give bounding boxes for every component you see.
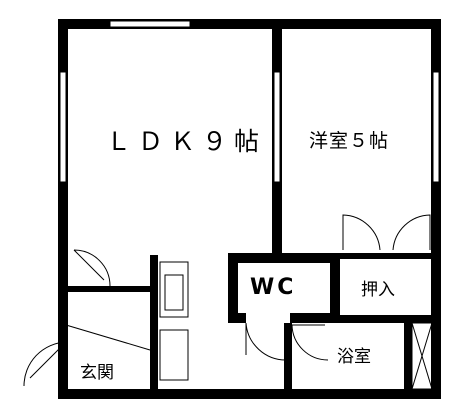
- door-closet-right: [392, 214, 431, 251]
- room-label-bathroom: 浴室: [337, 347, 371, 367]
- wall-right: [431, 19, 441, 399]
- wall-wc-left: [228, 253, 238, 323]
- wall-bath-left: [284, 323, 292, 391]
- window-kitchen-top: [109, 20, 191, 28]
- doors: [23, 214, 431, 387]
- stove: [159, 329, 189, 381]
- wall-wc-top: [228, 253, 340, 263]
- wall-wc-bottom-left: [228, 313, 246, 323]
- room-label-wc: WC: [250, 275, 297, 300]
- walls: [58, 19, 441, 399]
- fixtures: [65, 261, 433, 390]
- door-ldk: [73, 249, 111, 287]
- room-label-closet: 押入: [361, 280, 395, 300]
- room-label-western: 洋室５帖: [309, 130, 390, 152]
- entrance-step: [65, 324, 151, 351]
- kitchen-sink: [159, 261, 189, 318]
- kitchen-sink-basin: [164, 274, 184, 311]
- window-western-right: [432, 71, 440, 183]
- window-ldk-left: [59, 71, 67, 183]
- wall-wc-bottom-right: [290, 313, 340, 323]
- wall-bath-right: [404, 323, 412, 391]
- room-label-ldk: ＬＤＫ９帖: [106, 127, 267, 156]
- wall-bottom: [58, 389, 441, 399]
- bathtub-x2: [411, 322, 433, 390]
- wall-wc-right: [330, 253, 340, 323]
- wall-kitchen: [150, 255, 158, 390]
- window-partition: [273, 71, 281, 183]
- wall-top: [58, 19, 440, 29]
- wall-bath-top-right: [330, 315, 435, 323]
- door-closet-left: [342, 214, 381, 251]
- door-bath: [291, 324, 329, 361]
- door-entrance: [23, 341, 67, 387]
- wall-closet-top: [340, 253, 435, 259]
- wall-left: [58, 19, 68, 399]
- windows: [59, 20, 440, 183]
- bathtub: [411, 322, 433, 390]
- room-label-entrance: 玄関: [80, 363, 114, 383]
- wall-entrance-top: [66, 286, 150, 292]
- door-wc: [245, 322, 287, 361]
